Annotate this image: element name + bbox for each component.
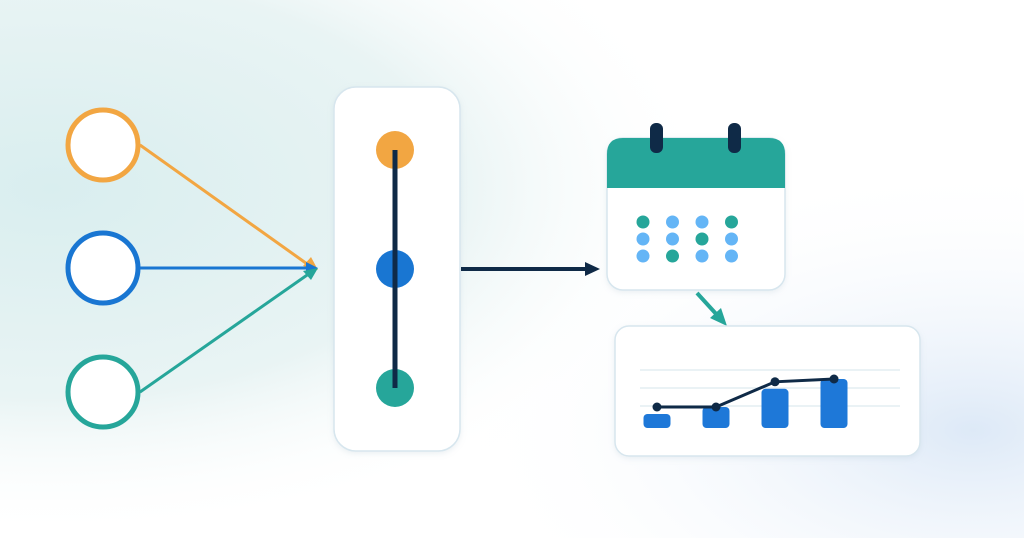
chart-point — [829, 374, 839, 384]
chart-bar — [761, 388, 789, 428]
calendar-dot — [666, 215, 679, 229]
chart-point — [711, 402, 721, 412]
input-circle-blue — [65, 230, 141, 306]
calendar-dot — [636, 249, 650, 263]
chart-bar — [643, 414, 671, 428]
chart-line — [657, 377, 835, 409]
chart-point — [652, 402, 662, 412]
calendar-dot — [695, 249, 709, 263]
chart-card — [614, 325, 921, 457]
calendar-to-chart-arrow — [695, 291, 727, 326]
calendar-dot — [636, 232, 650, 246]
connector-teal — [139, 271, 311, 394]
arrowhead-teal — [303, 268, 318, 280]
chart-bars — [643, 379, 848, 428]
calendar-dot — [725, 249, 738, 263]
calendar-dots — [636, 215, 738, 263]
calendar-dot — [695, 215, 709, 229]
input-sources — [65, 107, 141, 430]
calendar-dot — [666, 249, 679, 263]
input-circle-orange — [65, 107, 141, 183]
connector-orange — [139, 143, 311, 268]
calendar-ring-right — [728, 123, 741, 153]
calendar-ring-left — [650, 123, 663, 153]
input-circle-teal — [65, 354, 141, 430]
chart-bar — [702, 407, 730, 428]
calendar-dot — [695, 232, 709, 246]
calendar-header — [607, 138, 785, 188]
pipeline-to-calendar-arrow — [461, 262, 600, 276]
calendar-dot — [666, 232, 679, 246]
input-connectors — [139, 143, 318, 394]
calendar-dot — [725, 215, 738, 229]
chart-point — [770, 377, 780, 387]
chart-line-series — [652, 374, 839, 412]
calendar-dot — [636, 215, 650, 229]
chart-bar — [820, 379, 848, 428]
pipeline-card — [333, 86, 461, 452]
calendar-dot — [725, 232, 738, 246]
calendar-icon — [606, 123, 786, 291]
